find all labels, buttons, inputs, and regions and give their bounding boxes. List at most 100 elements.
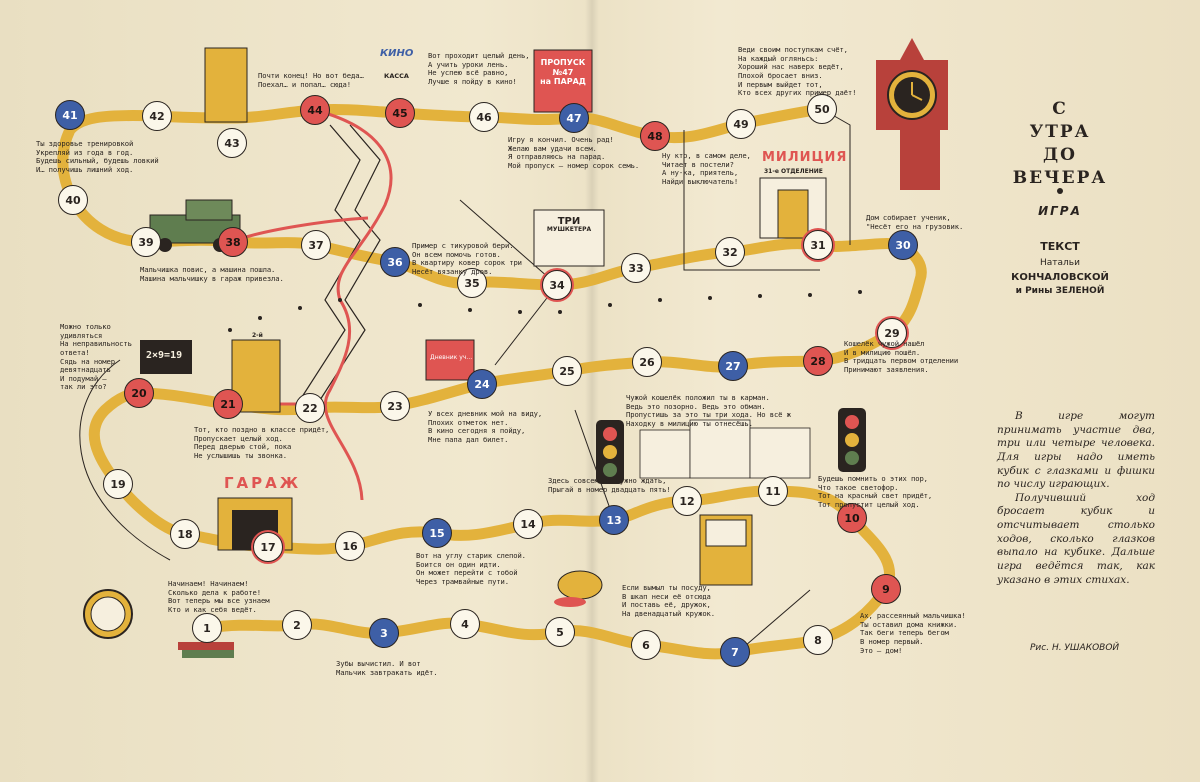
sign-militsiya: МИЛИЦИЯ: [762, 150, 848, 165]
board-cell-9[interactable]: 9: [871, 574, 901, 604]
board-cell-1[interactable]: 1: [192, 613, 222, 643]
board-cell-20[interactable]: 20: [124, 378, 154, 408]
board-cell-5[interactable]: 5: [545, 617, 575, 647]
verse-20: Можно только удивляться На неправильност…: [60, 322, 132, 392]
sign-kassa: КАССА: [384, 72, 409, 80]
board-cell-43[interactable]: 43: [217, 128, 247, 158]
board-cell-6[interactable]: 6: [631, 630, 661, 660]
sign-tri: ТРИ: [557, 216, 581, 227]
board-cell-21[interactable]: 21: [213, 389, 243, 419]
verse-49: Веди своим поступкам счёт, На каждый огл…: [738, 45, 857, 98]
board-cell-44[interactable]: 44: [300, 95, 330, 125]
board-cell-13[interactable]: 13: [599, 505, 629, 535]
board-cell-4[interactable]: 4: [450, 609, 480, 639]
illustrator-credit: Рис. Н. УШАКОВОЙ: [1030, 643, 1120, 653]
title-line-3: ДО: [1043, 144, 1077, 165]
teapot-illustration: [554, 570, 603, 607]
militsiya-building-illustration: [759, 177, 827, 239]
alarm-clock-illustration: [83, 589, 133, 639]
board-cell-23[interactable]: 23: [380, 391, 410, 421]
board-cell-15[interactable]: 15: [422, 518, 452, 548]
sign-propusk: ПРОПУСК №47 на ПАРАД: [536, 58, 590, 87]
staircase: [299, 124, 381, 401]
board-cell-46[interactable]: 46: [469, 102, 499, 132]
board-cell-31[interactable]: 31: [803, 230, 833, 260]
board-cell-2[interactable]: 2: [282, 610, 312, 640]
board-cell-45[interactable]: 45: [385, 98, 415, 128]
board-cell-42[interactable]: 42: [142, 101, 172, 131]
board-cell-28[interactable]: 28: [803, 346, 833, 376]
board-cell-22[interactable]: 22: [295, 393, 325, 423]
text-credit-line-3: и Рины ЗЕЛЕНОЙ: [1015, 286, 1105, 296]
board-cell-33[interactable]: 33: [621, 253, 651, 283]
board-cell-19[interactable]: 19: [103, 469, 133, 499]
board-cell-47[interactable]: 47: [559, 103, 589, 133]
rules-paragraph-2: Получивший ход бросает кубик и отсчитыва…: [997, 491, 1155, 586]
text-credit-line-2: КОНЧАЛОВСКОЙ: [1011, 272, 1109, 283]
verse-13: Здесь совсем не нужно ждать, Прыгай в но…: [548, 476, 671, 494]
board-cell-7[interactable]: 7: [720, 637, 750, 667]
board-cell-50[interactable]: 50: [807, 94, 837, 124]
verse-9: Ах, рассеянный мальчишка! Ты оставил дом…: [860, 611, 966, 655]
board-cell-40[interactable]: 40: [58, 185, 88, 215]
board-cell-17[interactable]: 17: [253, 532, 283, 562]
board-cell-11[interactable]: 11: [758, 476, 788, 506]
board-cell-48[interactable]: 48: [640, 121, 670, 151]
title-line-4: ВЕЧЕРА: [1012, 167, 1108, 188]
sign-door-number: 2-й: [252, 332, 263, 339]
verse-21: Тот, кто поздно в классе придёт, Пропуск…: [194, 425, 330, 460]
sign-diary: Дневник уч…: [430, 354, 473, 361]
board-cell-41[interactable]: 41: [55, 100, 85, 130]
diary-illustration: [425, 339, 475, 381]
verse-7: Если вымыл ты посуду, В шкап неси её отс…: [622, 583, 715, 618]
board-cell-49[interactable]: 49: [726, 109, 756, 139]
board-cell-38[interactable]: 38: [218, 227, 248, 257]
traffic-light-left: [596, 420, 624, 484]
board-cell-12[interactable]: 12: [672, 486, 702, 516]
sign-mushketera: МУШКЕТЕРА: [546, 226, 592, 233]
verse-30: Дом собирает ученик, "Несёт его на грузо…: [866, 213, 964, 231]
board-cell-27[interactable]: 27: [718, 351, 748, 381]
path-strip: [57, 103, 927, 660]
board-cell-8[interactable]: 8: [803, 625, 833, 655]
verse-24: У всех дневник мой на виду, Плохих отмет…: [428, 409, 543, 444]
sign-garazh: ГАРАЖ: [224, 474, 302, 492]
jump-arrows: [79, 108, 851, 653]
board-cell-39[interactable]: 39: [131, 227, 161, 257]
verse-3: Зубы вычистил. И вот Мальчик завтракать …: [336, 659, 438, 677]
chalkboard-illustration: [140, 340, 192, 374]
sign-tri-mushketera: ТРИ МУШКЕТЕРА: [538, 216, 600, 234]
board-cell-29[interactable]: 29: [877, 318, 907, 348]
verse-41: Ты здоровье тренировкой Укрепляй из года…: [36, 139, 159, 174]
board-cell-16[interactable]: 16: [335, 531, 365, 561]
sign-math: 2×9=19: [146, 350, 183, 361]
board-cell-37[interactable]: 37: [301, 230, 331, 260]
rules-paragraph-1: В игре могут принимать участие два, три …: [997, 410, 1155, 491]
board-cell-26[interactable]: 26: [632, 347, 662, 377]
board-cell-34[interactable]: 34: [542, 270, 572, 300]
verse-15: Вот на углу старик слепой. Боится он оди…: [416, 551, 526, 586]
board-cell-10[interactable]: 10: [837, 503, 867, 533]
verse-28: Кошелёк чужой нашёл И в милицию пошёл. В…: [844, 339, 959, 374]
clock-tower-illustration: [876, 38, 948, 190]
verse-48: Ну кто, в самом деле, Читает в постели? …: [662, 151, 751, 186]
board-cell-25[interactable]: 25: [552, 356, 582, 386]
board-cell-35[interactable]: 35: [457, 268, 487, 298]
board-cell-18[interactable]: 18: [170, 519, 200, 549]
title-line-2: УТРА: [1029, 121, 1091, 142]
sign-otdelenie: 31-е ОТДЕЛЕНИЕ: [764, 168, 823, 175]
verse-44: Почти конец! Но вот беда… Поехал… и попа…: [258, 71, 364, 89]
text-credit-line-1: Натальи: [1040, 258, 1080, 268]
board-cell-24[interactable]: 24: [467, 369, 497, 399]
books-illustration: [178, 642, 234, 658]
board-cell-32[interactable]: 32: [715, 237, 745, 267]
cupboard-illustration: [699, 514, 753, 586]
verse-1: Начинаем! Начинаем! Сколько дела к работ…: [168, 579, 270, 614]
board-cell-30[interactable]: 30: [888, 230, 918, 260]
board-cell-14[interactable]: 14: [513, 509, 543, 539]
verse-10: Будешь помнить о этих пор, Что такое све…: [818, 474, 933, 509]
title-bullet: [1057, 188, 1063, 194]
board-cell-3[interactable]: 3: [369, 618, 399, 648]
verse-45: Вот проходит целый день, А учить уроки л…: [428, 51, 530, 86]
board-cell-36[interactable]: 36: [380, 247, 410, 277]
